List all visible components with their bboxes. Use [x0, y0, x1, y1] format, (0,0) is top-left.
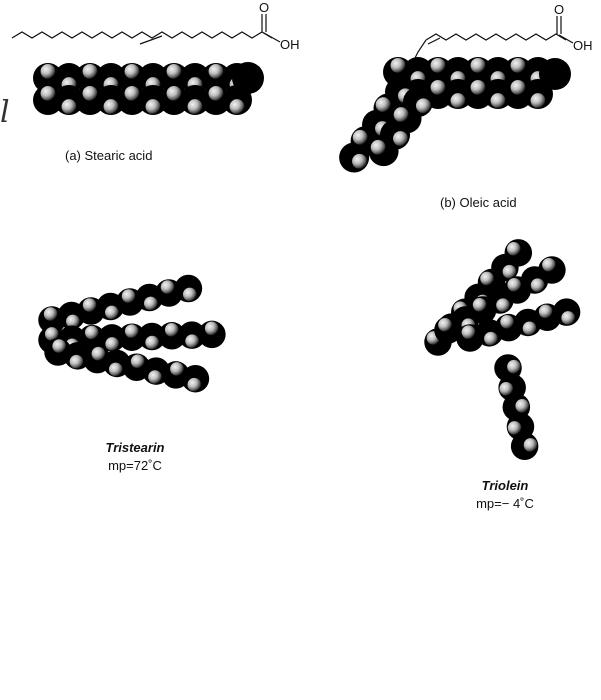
- triolein-name: Triolein: [455, 478, 555, 493]
- tristearin-name: Tristearin: [85, 440, 185, 455]
- triolein-melting-point: mp=− 4˚C: [455, 496, 555, 511]
- stearic-acid-carboxyl-group: [232, 62, 264, 94]
- margin-fragment: l: [0, 95, 10, 130]
- oleic-acid-carboxyl-group: [539, 58, 571, 90]
- hydroxyl-label: OH: [573, 38, 593, 53]
- hydroxyl-label: OH: [280, 37, 300, 52]
- carbonyl-oxygen-label: O: [554, 2, 564, 17]
- stearic-acid-caption: (a) Stearic acid: [65, 148, 152, 163]
- carbonyl-oxygen-label: O: [259, 0, 269, 15]
- triolein-chain-down: [494, 354, 538, 460]
- oleic-acid-caption: (b) Oleic acid: [440, 195, 517, 210]
- stearic-acid-model-lower-row: [33, 85, 252, 115]
- stearic-acid-skeletal-formula: O OH: [12, 0, 300, 52]
- tristearin-melting-point: mp=72˚C: [85, 458, 185, 473]
